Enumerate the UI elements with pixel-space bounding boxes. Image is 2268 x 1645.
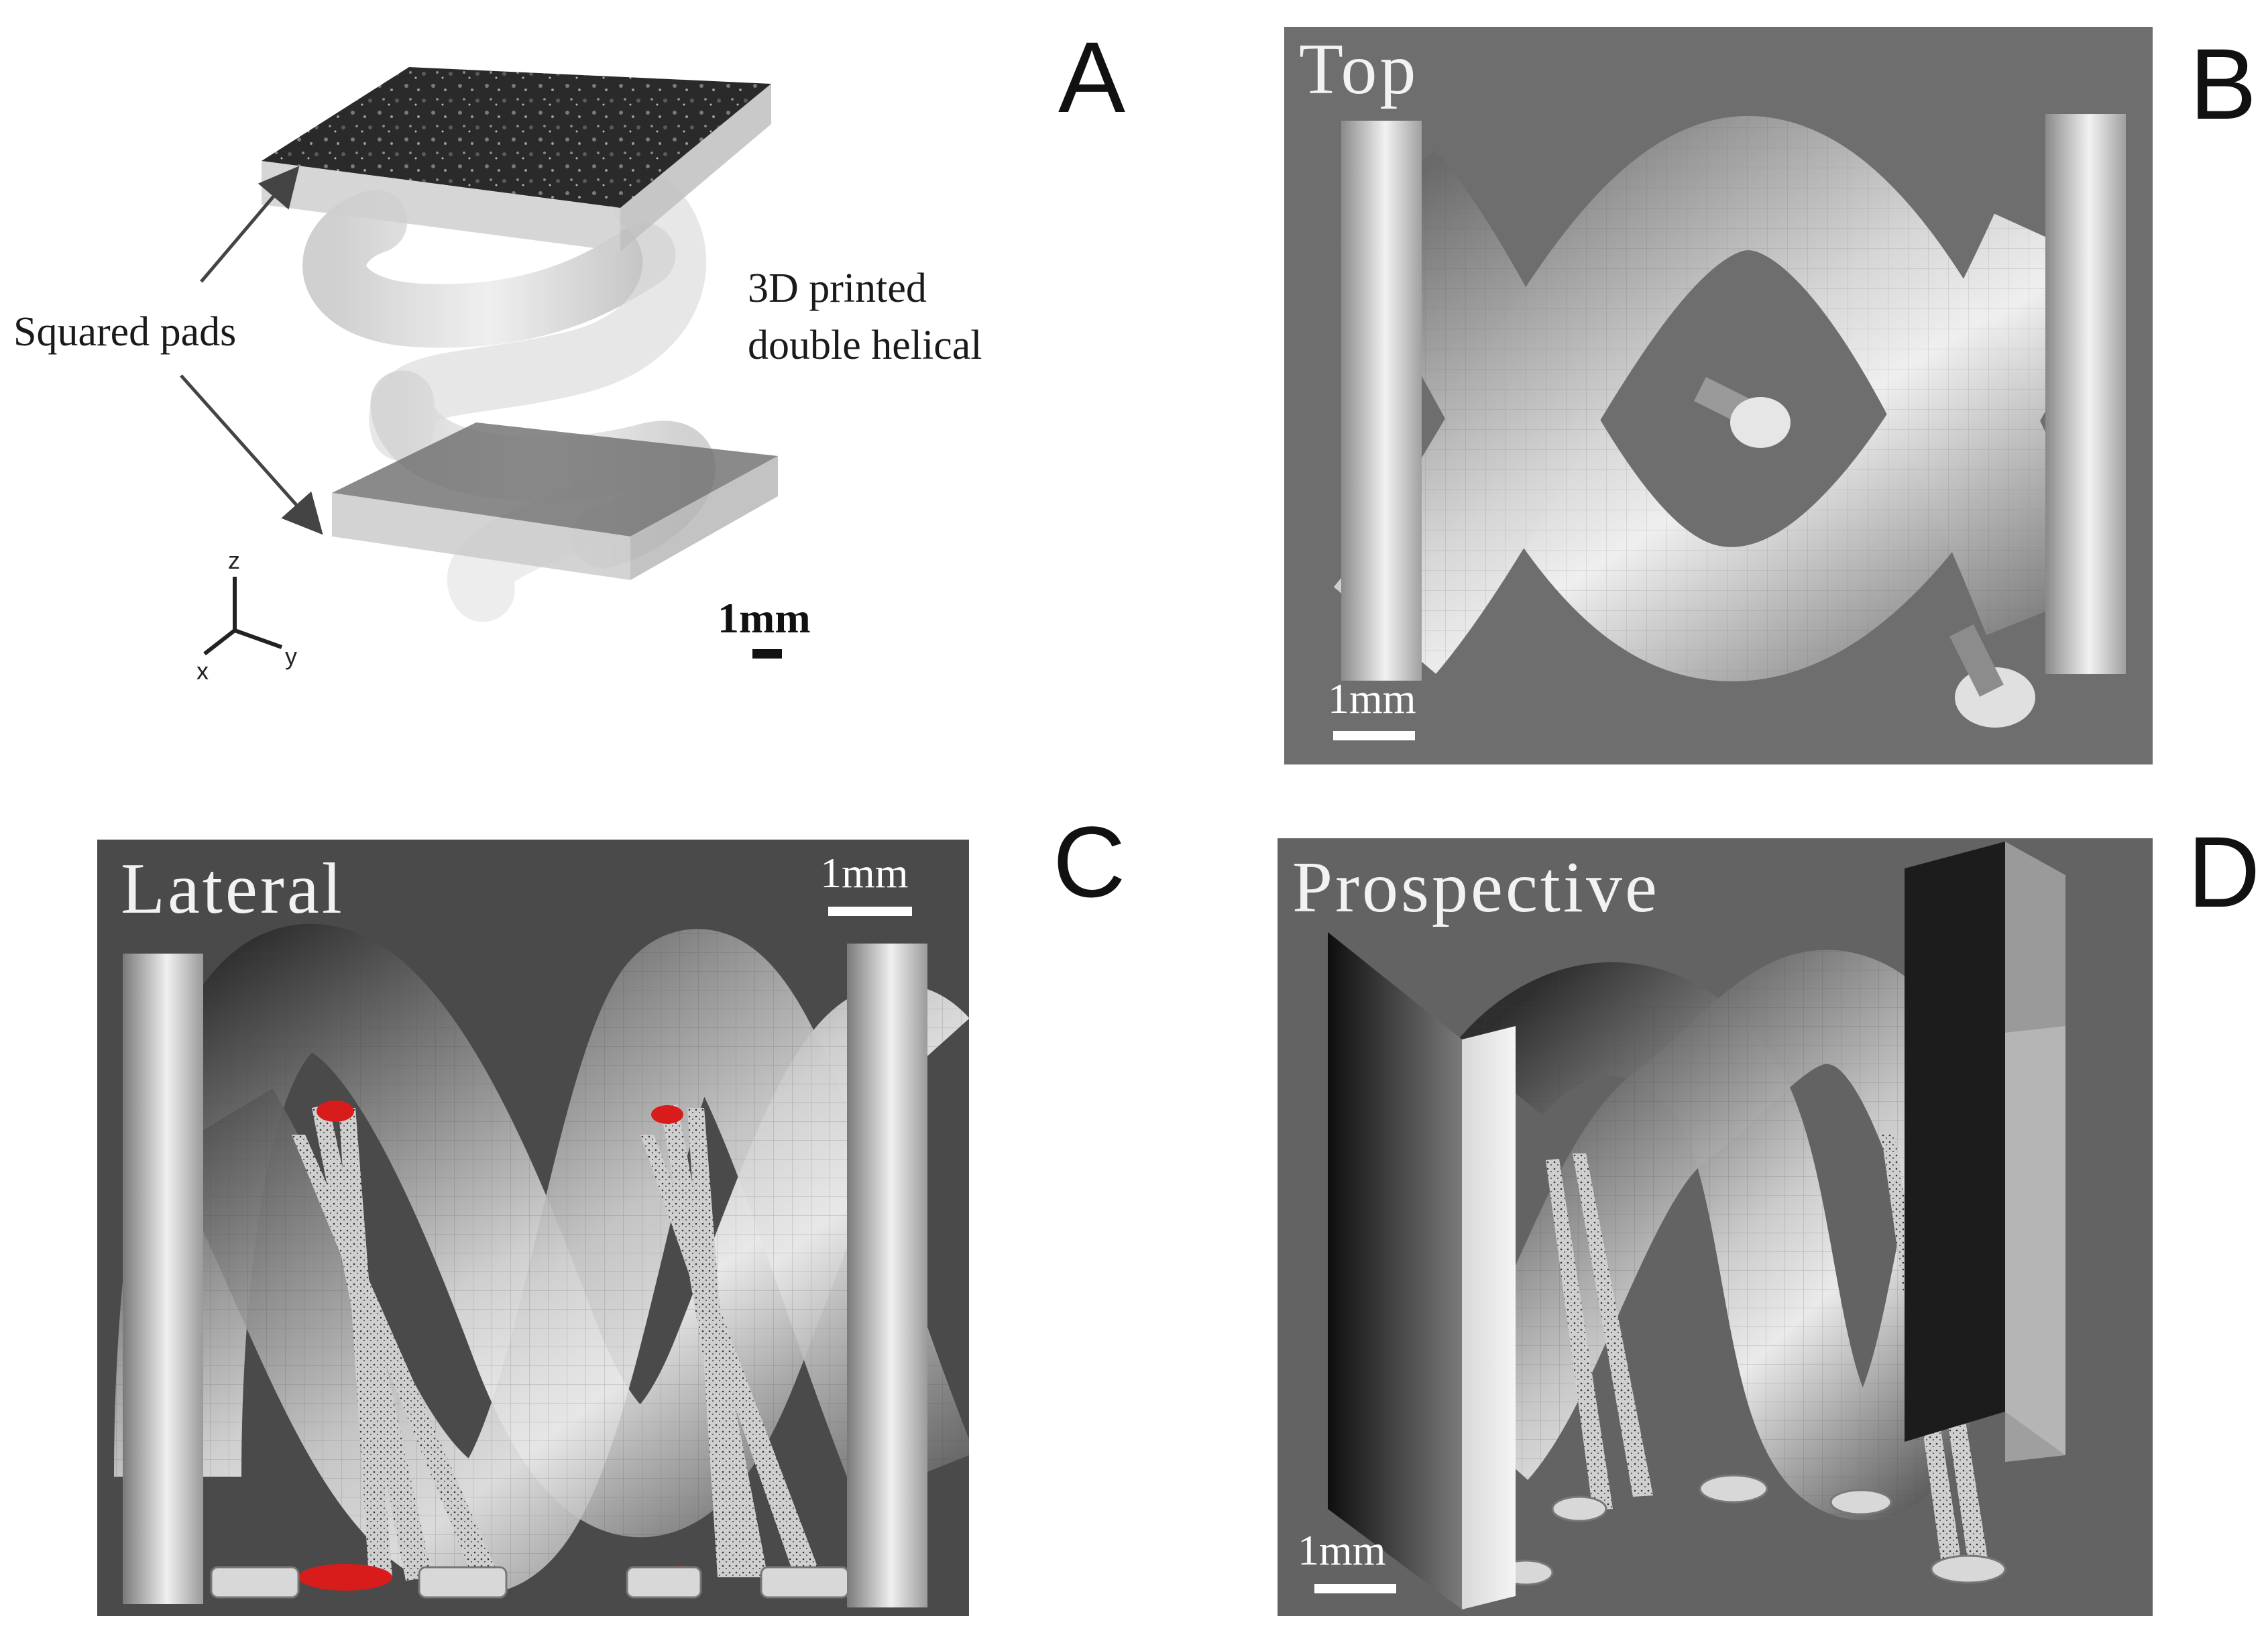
panel-letter-c: C	[1053, 805, 1126, 918]
helix-schematic	[180, 67, 778, 656]
view-top: Top 1mm	[1284, 27, 2153, 764]
axis-x-label: x	[196, 657, 209, 685]
scale-line-b	[1333, 731, 1415, 740]
support-feet	[210, 1566, 850, 1599]
scale-line-d	[1314, 1584, 1396, 1593]
panel-letter-d: D	[2188, 815, 2261, 928]
top-pad	[262, 67, 771, 251]
axis-y-label: y	[285, 642, 297, 670]
panel-letter-b: B	[2190, 27, 2257, 140]
panel-letter-a: A	[1058, 21, 1126, 133]
bottom-pad	[332, 422, 778, 580]
support-struts	[292, 1104, 821, 1581]
scale-line-c	[828, 907, 912, 916]
scale-label-d: 1mm	[1298, 1526, 1386, 1574]
helix-render-top	[1333, 114, 2126, 728]
scale-line-a	[752, 649, 782, 659]
view-title-prospective: Prospective	[1292, 848, 1660, 927]
squared-pads-label: Squared pads	[13, 309, 237, 355]
helix-render-prospective	[1328, 842, 2065, 1609]
view-title-lateral: Lateral	[121, 849, 345, 929]
scale-label-c: 1mm	[820, 849, 909, 897]
view-title-top: Top	[1299, 30, 1419, 109]
support-feet	[1497, 1474, 2006, 1586]
helix-label-line2: double helical	[748, 323, 982, 368]
view-prospective: Prospective 1mm	[1278, 838, 2153, 1616]
axis-z-label: z	[228, 547, 240, 574]
scale-label-a: 1mm	[718, 594, 811, 642]
helix-render-lateral	[114, 923, 969, 1607]
helix-label-line1: 3D printed	[748, 266, 927, 311]
scale-label-b: 1mm	[1328, 675, 1416, 722]
view-lateral: Lateral 1mm	[97, 840, 969, 1616]
